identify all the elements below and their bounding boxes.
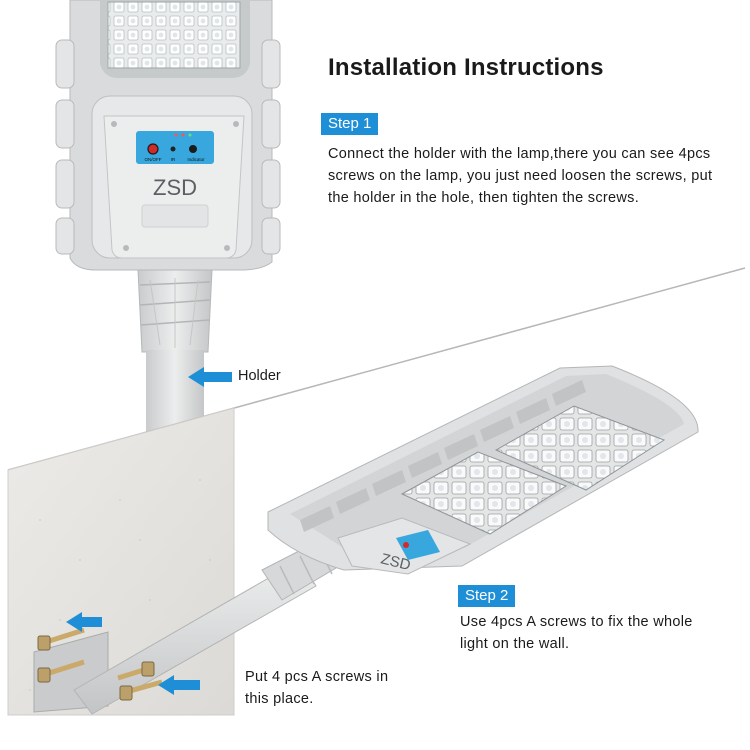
- holder-callout: Holder: [238, 368, 281, 384]
- lamp-brand-bottom: ZSD: [379, 550, 412, 574]
- screw-arrow-top-icon: [66, 612, 102, 632]
- lamp-brand-top: ZSD: [153, 175, 197, 200]
- screw-arrow-bottom-icon: [158, 675, 200, 695]
- panel-label-indicator: Indicator: [187, 157, 205, 162]
- holder-arrow-icon: [188, 367, 232, 387]
- step2-badge: Step 2: [458, 585, 516, 607]
- bottom-scene: ZSD: [7, 365, 699, 716]
- panel-label-ir: IR: [171, 157, 176, 162]
- step1-badge: Step 1: [321, 113, 379, 135]
- step2-text: Use 4pcs A screws to fix the whole light…: [460, 614, 693, 652]
- panel-label-onoff: ON/OFF: [145, 157, 162, 162]
- page-title: Installation Instructions: [328, 54, 604, 81]
- screws-callout: Put 4 pcs A screws in this place.: [245, 669, 389, 707]
- top-lamp: ON/OFF IR Indicator ZSD: [55, 0, 281, 432]
- step1-text: Connect the holder with the lamp,there y…: [328, 146, 713, 206]
